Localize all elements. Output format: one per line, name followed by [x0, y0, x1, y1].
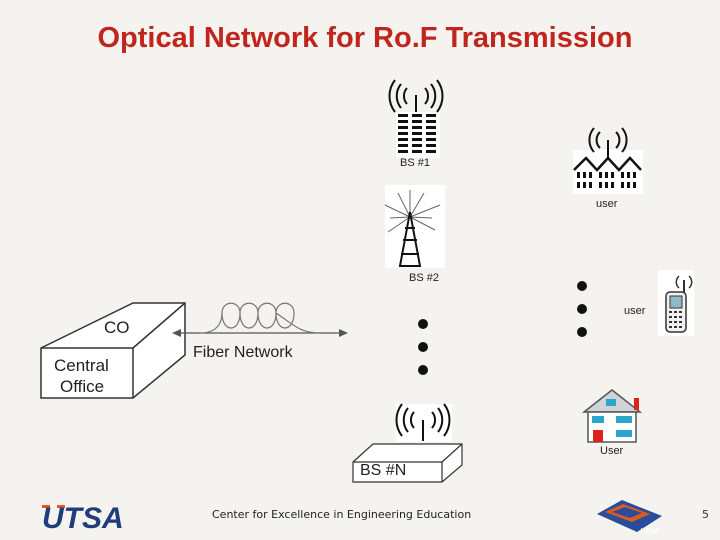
buildings-antenna-icon	[573, 127, 643, 194]
user1-label: user	[596, 198, 618, 210]
co-label: CO	[104, 318, 130, 337]
building-antenna-icon	[388, 79, 444, 158]
fiber-network-label: Fiber Network	[193, 344, 293, 361]
ellipsis-dots-vertical	[418, 319, 428, 375]
base-station-box-icon	[352, 403, 463, 483]
slide-title: Optical Network for Ro.F Transmission	[97, 22, 633, 54]
utsa-logo: UTSA	[42, 502, 124, 535]
user3-label: User	[600, 445, 624, 457]
tower-icon	[384, 185, 445, 268]
cellphone-icon	[658, 270, 694, 336]
footer-text: Center for Excellence in Engineering Edu…	[212, 508, 472, 521]
bs2-label: BS #2	[409, 272, 439, 284]
central-office-label-line2: Office	[60, 377, 105, 396]
central-office-label-line1: Central	[54, 356, 109, 375]
fiber-coil-icon	[172, 302, 348, 337]
svg-text:UTSA: UTSA	[640, 528, 659, 535]
user2-label: user	[624, 305, 646, 317]
bs1-label: BS #1	[400, 157, 430, 169]
bsn-label: BS #N	[360, 462, 407, 479]
svg-text:UTSA: UTSA	[42, 502, 124, 535]
house-icon	[581, 389, 643, 443]
page-number: 5	[702, 508, 709, 521]
central-office-box	[40, 302, 186, 399]
utsa-badge-icon: UTSA	[597, 500, 662, 535]
ellipsis-dots-users	[577, 281, 587, 337]
